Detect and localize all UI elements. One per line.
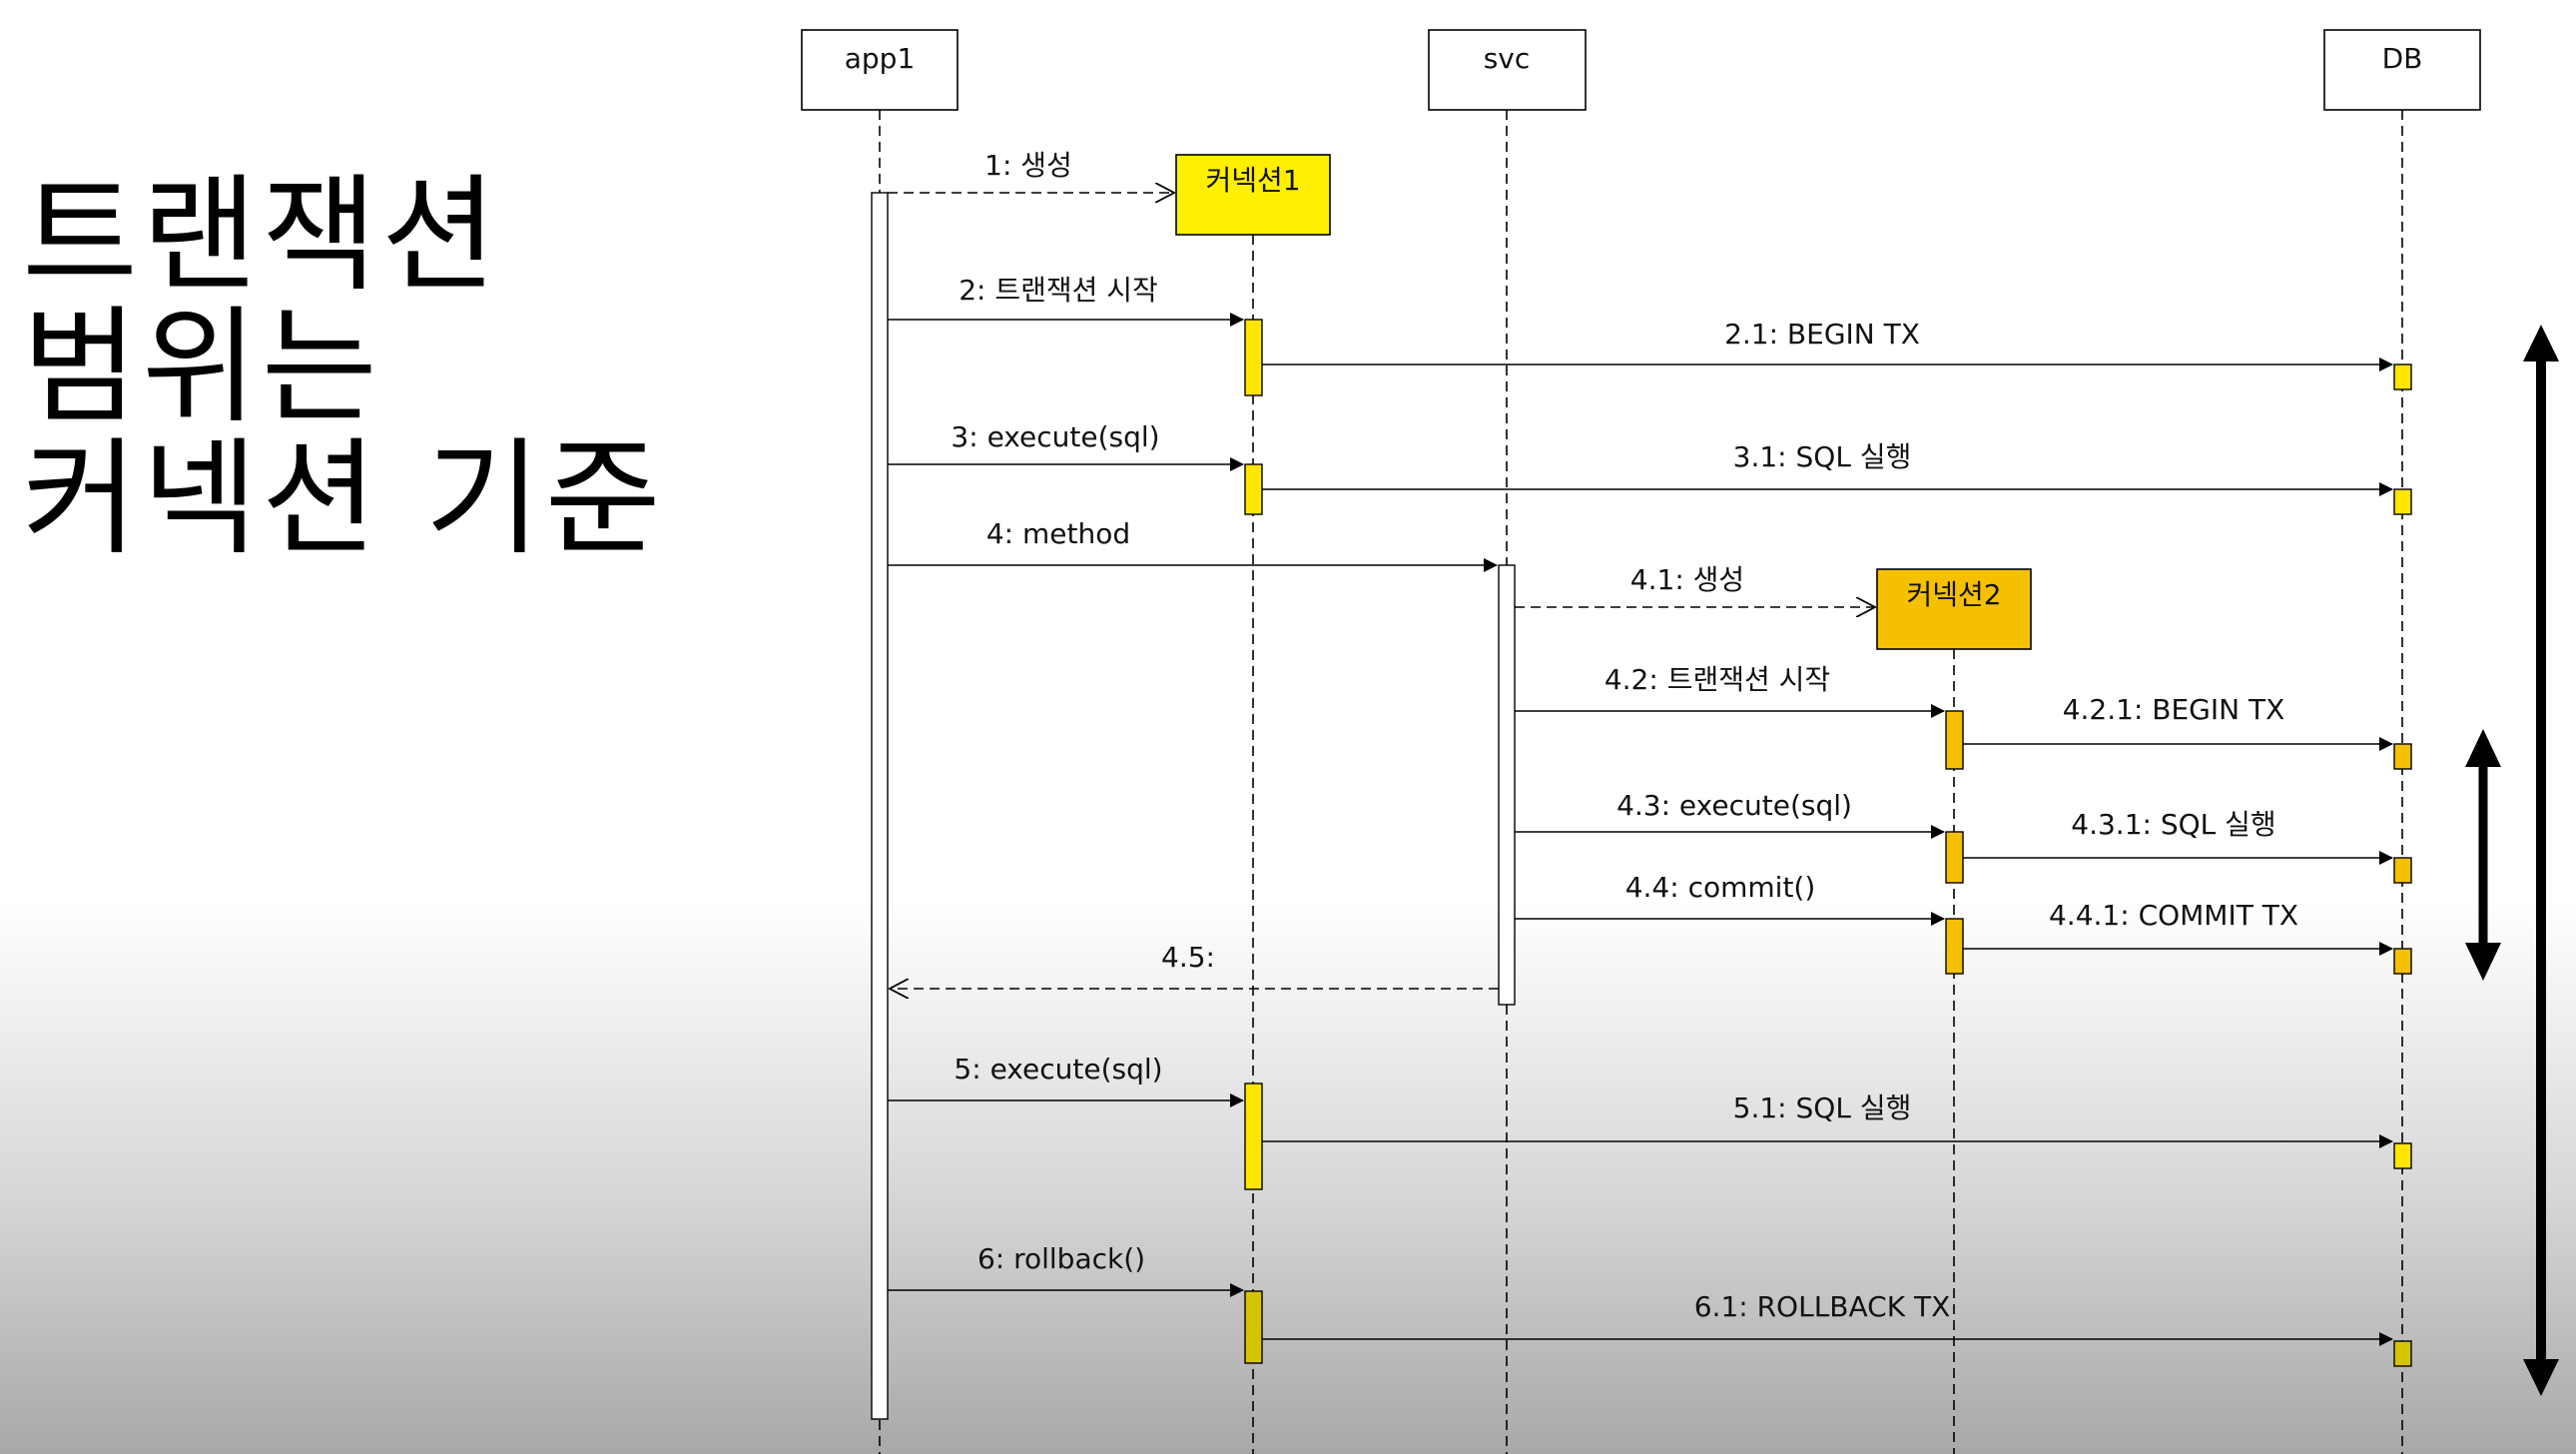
message-4-2-1-label: 4.2.1: BEGIN TX <box>2063 693 2285 726</box>
participant-app1: app1 <box>801 29 959 111</box>
activation-conn2-commit <box>1945 918 1964 975</box>
connection-2-label: 커넥션2 <box>1906 578 2001 611</box>
activation-app1 <box>871 192 889 1420</box>
connection-1-label: 커넥션1 <box>1205 164 1300 197</box>
slide-title-line-3: 커넥션 기준 <box>22 425 665 572</box>
message-4-3-1-label: 4.3.1: SQL 실행 <box>2071 808 2275 841</box>
message-4-2-label: 4.2: 트랜잭션 시작 <box>1605 663 1830 696</box>
participant-svc: svc <box>1428 29 1587 111</box>
activation-db-3 <box>2393 743 2412 770</box>
activation-svc <box>1498 564 1516 1006</box>
message-6-label: 6: rollback() <box>977 1242 1145 1275</box>
message-4-label: 4: method <box>986 517 1130 550</box>
scope-arrow-connection2 <box>2465 729 2501 981</box>
message-4-1-label: 4.1: 생성 <box>1630 563 1744 596</box>
activation-db-4 <box>2393 857 2412 884</box>
slide-title: 트랜잭션 범위는 커넥션 기준 <box>22 170 665 565</box>
activation-db-5 <box>2393 948 2412 975</box>
scope-arrow-connection1 <box>2523 325 2559 1396</box>
message-6-1-label: 6.1: ROLLBACK TX <box>1694 1290 1951 1323</box>
activation-conn1-begin <box>1244 319 1263 396</box>
message-4-4-label: 4.4: commit() <box>1625 871 1816 904</box>
participant-svc-label: svc <box>1484 42 1531 75</box>
activation-db-6 <box>2393 1142 2412 1169</box>
activation-conn2-begin <box>1945 710 1964 770</box>
connection-2-box: 커넥션2 <box>1876 568 2032 650</box>
message-5-label: 5: execute(sql) <box>954 1053 1162 1086</box>
slide-title-line-1: 트랜잭션 <box>22 162 501 309</box>
message-1-label: 1: 생성 <box>984 149 1072 182</box>
message-5-1-label: 5.1: SQL 실행 <box>1733 1091 1912 1124</box>
connection-1-box: 커넥션1 <box>1175 154 1331 236</box>
activation-conn2-sql <box>1945 831 1964 884</box>
slide-title-line-2: 범위는 <box>22 294 381 440</box>
message-4-3-label: 4.3: execute(sql) <box>1616 789 1852 822</box>
message-2-label: 2: 트랜잭션 시작 <box>959 274 1158 307</box>
message-3-label: 3: execute(sql) <box>951 420 1159 453</box>
activation-conn1-sql2 <box>1244 1083 1263 1190</box>
message-3-1-label: 3.1: SQL 실행 <box>1733 440 1912 473</box>
message-4-5-label: 4.5: <box>1161 941 1215 974</box>
activation-db-2 <box>2393 488 2412 515</box>
message-2-1-label: 2.1: BEGIN TX <box>1724 318 1920 351</box>
activation-conn1-rollback <box>1244 1290 1263 1364</box>
activation-db-1 <box>2393 364 2412 390</box>
activation-conn1-sql <box>1244 463 1263 515</box>
activation-db-7 <box>2393 1340 2412 1367</box>
participant-db-label: DB <box>2382 42 2423 75</box>
participant-app1-label: app1 <box>845 42 916 75</box>
participant-db: DB <box>2323 29 2481 111</box>
message-4-4-1-label: 4.4.1: COMMIT TX <box>2049 899 2298 932</box>
